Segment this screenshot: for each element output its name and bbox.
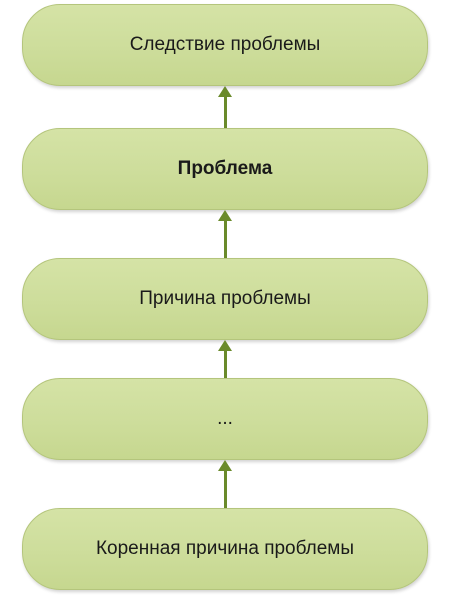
box-ellipsis: ...: [22, 378, 428, 460]
box-root-cause: Коренная причина проблемы: [22, 508, 428, 590]
box-label: Проблема: [177, 158, 273, 179]
box-label: Следствие проблемы: [129, 34, 321, 55]
box-problem: Проблема: [22, 128, 428, 210]
arrow-up-icon: [218, 210, 232, 258]
arrow-up-icon: [218, 460, 232, 508]
box-label: Причина проблемы: [139, 288, 311, 309]
box-label: Коренная причина проблемы: [95, 538, 355, 559]
arrow-up-icon: [218, 86, 232, 128]
box-problem-consequence: Следствие проблемы: [22, 4, 428, 86]
box-problem-cause: Причина проблемы: [22, 258, 428, 340]
box-label: ...: [217, 408, 233, 429]
arrow-up-icon: [218, 340, 232, 378]
